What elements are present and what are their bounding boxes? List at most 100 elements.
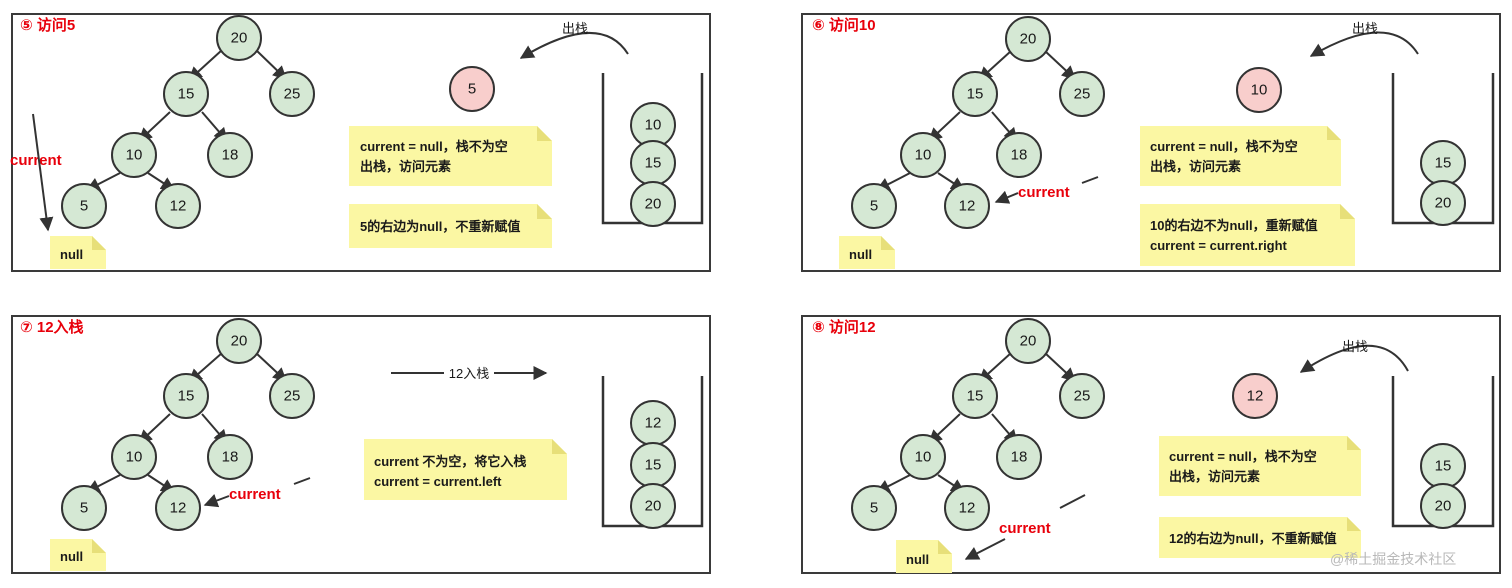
node-label: 5 [870, 500, 878, 517]
node-label: 10 [126, 147, 143, 164]
null-note-text: null [906, 552, 929, 567]
tree-node [111, 434, 157, 480]
node-label: 15 [178, 86, 195, 103]
binary-tree: 20 15 25 10 18 5 12 [851, 318, 1105, 531]
current-pointer-label: current [229, 486, 281, 503]
stack-item [630, 483, 676, 529]
stack-container: 15 20 [1391, 73, 1495, 226]
note-line: 10的右边不为null，重新赋值 [1150, 218, 1318, 233]
node-label: 20 [1020, 31, 1037, 48]
current-pointer-arrow [994, 190, 1019, 204]
node-label: 25 [284, 86, 301, 103]
null-note: null [50, 539, 106, 571]
stack-item-label: 10 [645, 117, 662, 134]
note-line: 出栈，访问元素 [1169, 469, 1260, 484]
node-label: 15 [967, 86, 984, 103]
node-label: 18 [1011, 147, 1028, 164]
null-note: null [839, 236, 895, 269]
tree-node [207, 132, 253, 178]
tree-edge [1044, 352, 1077, 382]
current-pointer-arrow [1059, 494, 1086, 509]
pop-arrow [1309, 31, 1419, 57]
null-note-text: null [60, 247, 83, 262]
tree-node [207, 434, 253, 480]
note-line: current = current.right [1150, 238, 1288, 253]
current-pointer-arrow [32, 113, 54, 232]
null-note-text: null [60, 549, 83, 564]
stack-item-label: 12 [645, 415, 662, 432]
node-label: 12 [170, 500, 187, 517]
tree-node [900, 132, 946, 178]
stack-item [1420, 180, 1466, 226]
pop-arrow [1299, 344, 1409, 373]
stack-item-label: 20 [645, 498, 662, 515]
binary-tree: 20 15 25 10 18 5 12 [61, 318, 315, 531]
tree-node [900, 434, 946, 480]
tree-node [952, 373, 998, 419]
popped-node [1236, 67, 1282, 113]
tree-node [216, 15, 262, 61]
node-label: 25 [1074, 388, 1091, 405]
node-label: 5 [870, 198, 878, 215]
tree-node [163, 373, 209, 419]
tree-node [163, 71, 209, 117]
tree-node [155, 183, 201, 229]
node-label: 12 [959, 500, 976, 517]
tree-node [269, 71, 315, 117]
step-title: ⑤ 访问5 [20, 16, 75, 34]
current-pointer-label: current [999, 520, 1051, 537]
step-title: ⑥ 访问10 [812, 16, 876, 34]
tree-node [944, 183, 990, 229]
popped-node-label: 5 [468, 81, 476, 98]
step-title: ⑧ 访问12 [812, 318, 876, 336]
note-line: current = null，栈不为空 [1150, 139, 1298, 154]
note-card: 10的右边不为null，重新赋值 current = current.right [1140, 204, 1355, 266]
tree-node [1005, 318, 1051, 364]
note-line: current 不为空，将它入栈 [374, 454, 526, 469]
null-note-text: null [849, 247, 872, 262]
step-title: ⑦ 12入栈 [20, 318, 84, 336]
tree-node [1059, 71, 1105, 117]
note-line: current = null，栈不为空 [360, 139, 508, 154]
note-line: 12的右边为null，不重新赋值 [1169, 531, 1337, 546]
node-label: 15 [967, 388, 984, 405]
binary-tree: 20 15 25 10 18 5 12 [851, 16, 1105, 229]
stack-item-label: 15 [1435, 155, 1452, 172]
node-label: 18 [222, 449, 239, 466]
tree-node [944, 485, 990, 531]
note-line: 出栈，访问元素 [360, 159, 451, 174]
popped-node [1232, 373, 1278, 419]
node-label: 25 [284, 388, 301, 405]
tree-node [111, 132, 157, 178]
note-card: current 不为空，将它入栈 current = current.left [364, 439, 567, 500]
pop-label: 出栈 [562, 21, 588, 36]
tree-node [216, 318, 262, 364]
note-card: 12的右边为null，不重新赋值 [1159, 517, 1361, 558]
current-pointer-arrow [293, 477, 311, 485]
current-pointer-arrow [964, 538, 1006, 560]
stack-item-label: 15 [645, 155, 662, 172]
pop-arrow [519, 32, 629, 59]
node-label: 10 [915, 147, 932, 164]
stack-item-label: 15 [645, 457, 662, 474]
tree-edge [1044, 50, 1077, 80]
tree-node [851, 183, 897, 229]
node-label: 20 [1020, 333, 1037, 350]
note-line: current = current.left [374, 474, 502, 489]
tree-node [952, 71, 998, 117]
note-card: current = null，栈不为空 出栈，访问元素 [1159, 436, 1361, 496]
tree-node [155, 485, 201, 531]
pop-label: 出栈 [1352, 21, 1378, 36]
node-label: 5 [80, 500, 88, 517]
note-line: 5的右边为null，不重新赋值 [360, 219, 520, 234]
node-label: 20 [231, 30, 248, 47]
note-card: current = null，栈不为空 出栈，访问元素 [349, 126, 552, 186]
tree-node [851, 485, 897, 531]
node-label: 10 [126, 449, 143, 466]
null-note: null [50, 236, 106, 269]
stack-item [630, 181, 676, 227]
stack-item-label: 20 [1435, 195, 1452, 212]
popped-node [449, 66, 495, 112]
current-pointer-label: current [1018, 184, 1070, 201]
